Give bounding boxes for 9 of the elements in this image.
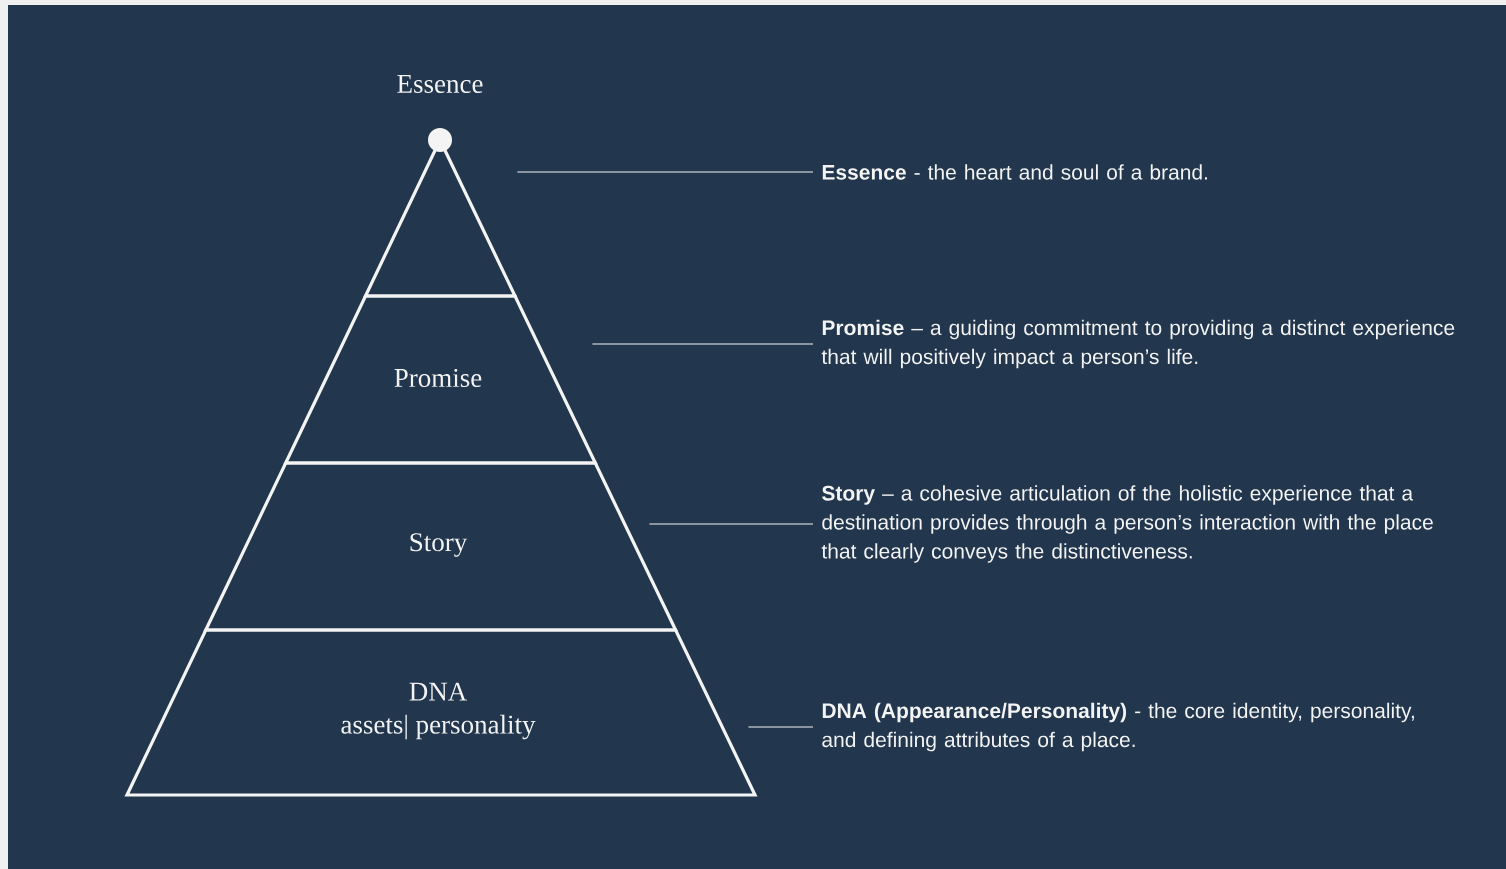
- leader-line: [648, 523, 814, 525]
- description-text: Essence - the heart and soul of a brand.: [822, 164, 1207, 180]
- leader-line: [747, 726, 814, 728]
- leader-line: [516, 171, 814, 173]
- description-text: Promise – a guiding commitment to providing a distinct experience that will positively impact a person’s life.: [821, 319, 1455, 369]
- node-label: Essence: [397, 75, 483, 93]
- description-text: DNA (Appearance/Personality) - the core identity, personality, and defining attributes of a place.: [822, 702, 1414, 752]
- description-text: Story – a cohesive articulation of the holistic experience that a destination provides through a person’s interaction with the place that clearly conveys the distinctiveness.: [821, 485, 1433, 563]
- leader-line: [591, 343, 814, 345]
